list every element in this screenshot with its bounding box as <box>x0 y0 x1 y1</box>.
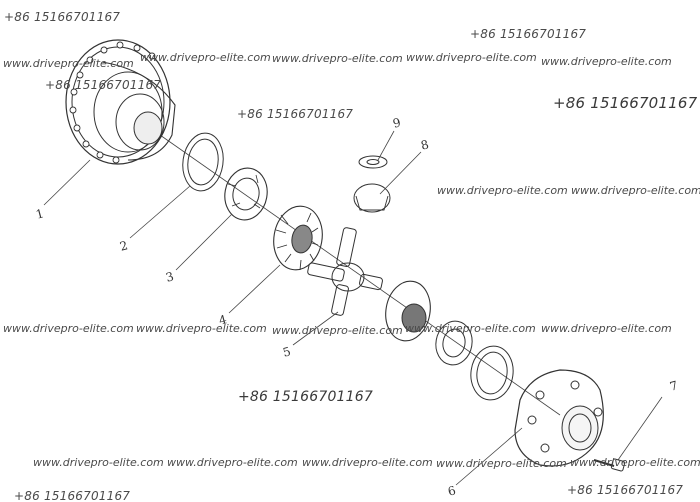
watermark-site: www.drivepro-elite.com <box>136 322 267 335</box>
watermark-phone: +86 15166701167 <box>238 389 373 405</box>
watermark-site: www.drivepro-elite.com <box>140 51 271 64</box>
watermark-site: www.drivepro-elite.com <box>541 322 672 335</box>
watermark-site: www.drivepro-elite.com <box>302 456 433 469</box>
watermark-site: www.drivepro-elite.com <box>272 324 403 337</box>
leader-2 <box>129 185 191 239</box>
watermark-site: www.drivepro-elite.com <box>3 57 134 70</box>
part-2-thrust-washer <box>182 132 224 192</box>
watermark-site: www.drivepro-elite.com <box>570 456 700 469</box>
part-7-bolt <box>593 458 626 472</box>
watermark-phone: +86 15166701167 <box>567 483 684 497</box>
leader-1 <box>43 159 91 206</box>
watermark-site: www.drivepro-elite.com <box>33 456 164 469</box>
watermark-phone: +86 15166701167 <box>553 94 698 112</box>
side-gear-right <box>385 280 431 342</box>
part-3-spacer <box>224 167 268 221</box>
leader-3 <box>175 213 233 271</box>
part-8-pinion-gear <box>353 183 391 213</box>
leader-8 <box>379 151 422 195</box>
part-5-spider-cross <box>307 227 383 316</box>
watermark-phone: +86 15166701167 <box>470 27 587 41</box>
part-4-side-gear <box>273 205 323 271</box>
leader-4 <box>228 264 281 314</box>
part-6-differential-case-right <box>514 369 604 467</box>
watermark-site: www.drivepro-elite.com <box>405 322 536 335</box>
watermark-phone: +86 15166701167 <box>45 78 162 92</box>
watermark-phone: +86 15166701167 <box>4 10 121 24</box>
right-spacer <box>435 320 473 366</box>
watermark-site: www.drivepro-elite.com <box>571 184 700 197</box>
part-9-pinion-washer <box>358 155 388 169</box>
watermark-site: www.drivepro-elite.com <box>3 322 134 335</box>
watermark-phone: +86 15166701167 <box>237 107 354 121</box>
watermark-site: www.drivepro-elite.com <box>541 55 672 68</box>
watermark-site: www.drivepro-elite.com <box>437 184 568 197</box>
watermark-phone: +86 15166701167 <box>14 489 131 502</box>
center-axis-line <box>149 127 561 416</box>
watermark-site: www.drivepro-elite.com <box>406 51 537 64</box>
leader-7 <box>617 396 663 461</box>
watermark-site: www.drivepro-elite.com <box>436 457 567 470</box>
part-1-differential-case-left <box>65 39 176 165</box>
leader-9 <box>377 130 395 161</box>
right-thrust-washer <box>470 345 514 401</box>
watermark-site: www.drivepro-elite.com <box>167 456 298 469</box>
watermark-site: www.drivepro-elite.com <box>272 52 403 65</box>
leader-5 <box>292 311 339 346</box>
leader-6 <box>455 427 523 486</box>
